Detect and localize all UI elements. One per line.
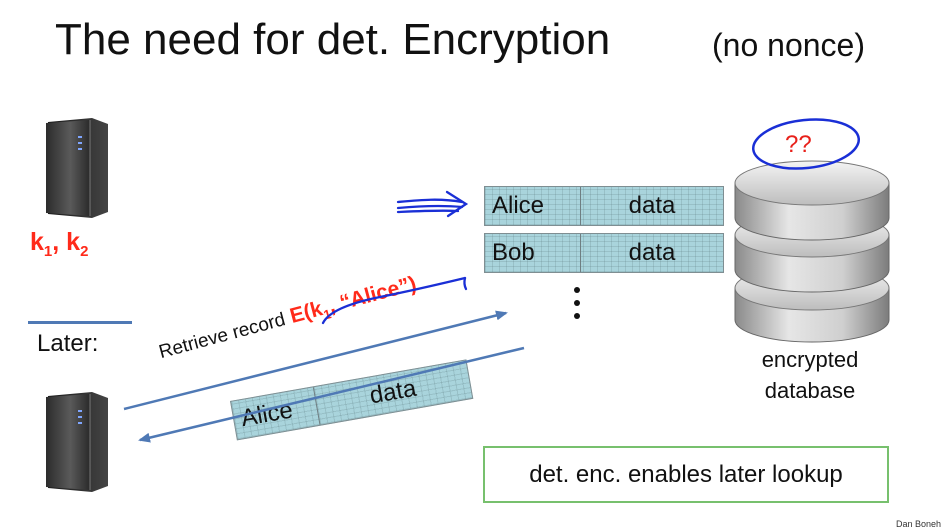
note-box: det. enc. enables later lookup bbox=[483, 446, 889, 503]
slide-title: The need for det. Encryption bbox=[55, 15, 611, 64]
database-label: encrypted database bbox=[761, 347, 859, 403]
slide-subtitle: (no nonce) bbox=[712, 27, 865, 63]
divider-line bbox=[28, 321, 132, 324]
ink-arrow-icon bbox=[396, 190, 469, 218]
server-icon bbox=[38, 118, 110, 218]
database-icon bbox=[734, 160, 890, 343]
record-row-bob: Bob data bbox=[484, 233, 724, 273]
later-label: Later: bbox=[37, 330, 99, 357]
author-credit: Dan Boneh bbox=[896, 519, 942, 529]
response-arrow bbox=[138, 346, 525, 443]
server-icon-client bbox=[38, 392, 110, 492]
question-marks: ?? bbox=[785, 131, 812, 158]
record-name: Bob bbox=[485, 234, 581, 272]
record-row-alice: Alice data bbox=[484, 186, 724, 226]
ink-circle bbox=[751, 118, 861, 170]
ink-bracket bbox=[321, 276, 467, 325]
request-arrow bbox=[123, 310, 508, 411]
ellipsis-dots bbox=[574, 287, 580, 319]
record-value: data bbox=[628, 192, 676, 219]
keys-label: k1, k2 bbox=[30, 228, 89, 260]
record-name: Alice bbox=[485, 187, 581, 225]
record-value: data bbox=[628, 239, 676, 266]
